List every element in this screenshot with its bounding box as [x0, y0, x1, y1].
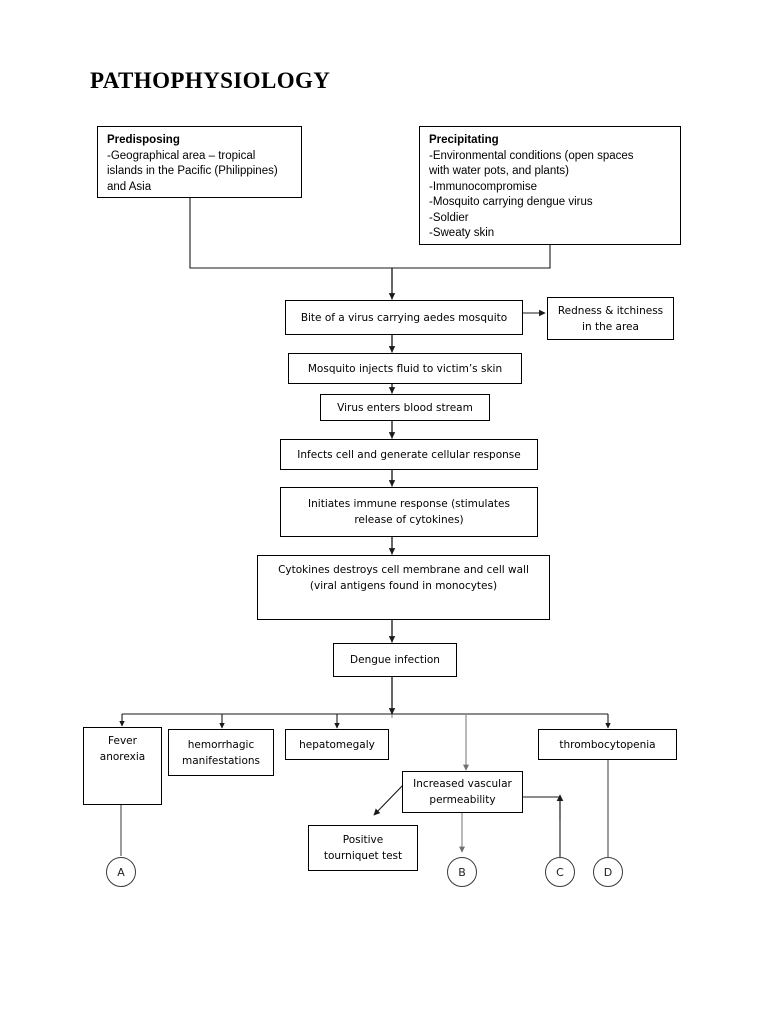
connector-b-label: B: [458, 865, 466, 879]
permeability-line-1: Increased vascular: [413, 778, 512, 790]
precipitating-line-6: -Sweaty skin: [429, 227, 495, 239]
manifestation-box-fever: Fever anorexia: [83, 727, 162, 805]
precipitating-line-2: with water pots, and plants): [429, 165, 569, 177]
connector-circle-b: B: [447, 857, 477, 887]
flow-injects-line-1: Mosquito injects fluid to victim’s skin: [307, 362, 503, 375]
manifestation-box-hemorrhagic: hemorrhagic manifestations: [168, 729, 274, 776]
flow-box-redness: Redness & itchiness in the area: [547, 297, 674, 340]
flow-bite-line-1: Bite of a virus carrying aedes mosquito: [300, 311, 508, 324]
connector-c-label: C: [556, 865, 564, 879]
flow-box-dengue-infection: Dengue infection: [333, 643, 457, 677]
flow-box-bite: Bite of a virus carrying aedes mosquito: [285, 300, 523, 335]
manifestation-box-hepatomegaly: hepatomegaly: [285, 729, 389, 760]
tourniquet-line-1: Positive: [342, 834, 384, 846]
fever-line-2: anorexia: [99, 751, 146, 763]
fever-line-1: Fever: [108, 735, 137, 747]
flow-immune-line-2: release of cytokines): [354, 514, 464, 526]
permeability-line-2: permeability: [429, 794, 496, 806]
connector-predisposing-to-bar: [189, 198, 392, 269]
flow-cytokines-line-1: Cytokines destroys cell membrane and cel…: [278, 564, 529, 576]
precipitating-line-4: -Mosquito carrying dengue virus: [429, 196, 593, 208]
precipitating-heading: Precipitating: [429, 134, 499, 146]
manifestation-box-tourniquet: Positive tourniquet test: [308, 825, 418, 871]
flow-infects-line-1: Infects cell and generate cellular respo…: [297, 448, 521, 461]
flow-immune-line-1: Initiates immune response (stimulates: [308, 498, 510, 510]
hemorrhagic-line-2: manifestations: [182, 754, 260, 767]
predisposing-heading: Predisposing: [107, 134, 180, 146]
connector-circle-a: A: [106, 857, 136, 887]
arrow-permeability-to-tourniquet: [373, 782, 406, 816]
precipitating-factors-box: Precipitating -Environmental conditions …: [419, 126, 681, 245]
flow-box-cytokines: Cytokines destroys cell membrane and cel…: [257, 555, 550, 620]
flow-box-bloodstream: Virus enters blood stream: [320, 394, 490, 421]
precipitating-line-1: -Environmental conditions (open spaces: [429, 149, 634, 162]
tourniquet-line-2: tourniquet test: [323, 850, 403, 862]
predisposing-line-1: -Geographical area – tropical: [107, 149, 256, 162]
predisposing-line-2: islands in the Pacific (Philippines): [107, 165, 278, 177]
flow-bloodstream-line-1: Virus enters blood stream: [337, 401, 473, 414]
flow-redness-line-1: Redness & itchiness: [557, 304, 664, 317]
flow-dengue-line-1: Dengue infection: [350, 654, 440, 666]
thrombocytopenia-line-1: thrombocytopenia: [559, 738, 656, 751]
flow-box-infects: Infects cell and generate cellular respo…: [280, 439, 538, 470]
connector-a-label: A: [117, 865, 125, 879]
flow-cytokines-line-2: (viral antigens found in monocytes): [309, 580, 498, 592]
predisposing-line-3: and Asia: [107, 180, 152, 193]
hepatomegaly-line-1: hepatomegaly: [299, 738, 375, 751]
connector-circle-d: D: [593, 857, 623, 887]
flow-box-immune: Initiates immune response (stimulates re…: [280, 487, 538, 537]
flow-box-injects: Mosquito injects fluid to victim’s skin: [288, 353, 522, 384]
precipitating-line-3: -Immunocompromise: [429, 180, 537, 193]
connector-d-label: D: [603, 865, 613, 879]
connector-precipitating-to-bar: [392, 245, 551, 269]
connector-circle-c: C: [545, 857, 575, 887]
hemorrhagic-line-1: hemorrhagic: [187, 738, 255, 751]
flow-redness-line-2: in the area: [582, 320, 639, 333]
manifestation-box-thrombocytopenia: thrombocytopenia: [538, 729, 677, 760]
predisposing-factors-box: Predisposing -Geographical area – tropic…: [97, 126, 302, 198]
page-title: PATHOPHYSIOLOGY: [90, 68, 331, 93]
precipitating-line-5: -Soldier: [429, 211, 469, 224]
manifestation-box-permeability: Increased vascular permeability: [402, 771, 523, 813]
